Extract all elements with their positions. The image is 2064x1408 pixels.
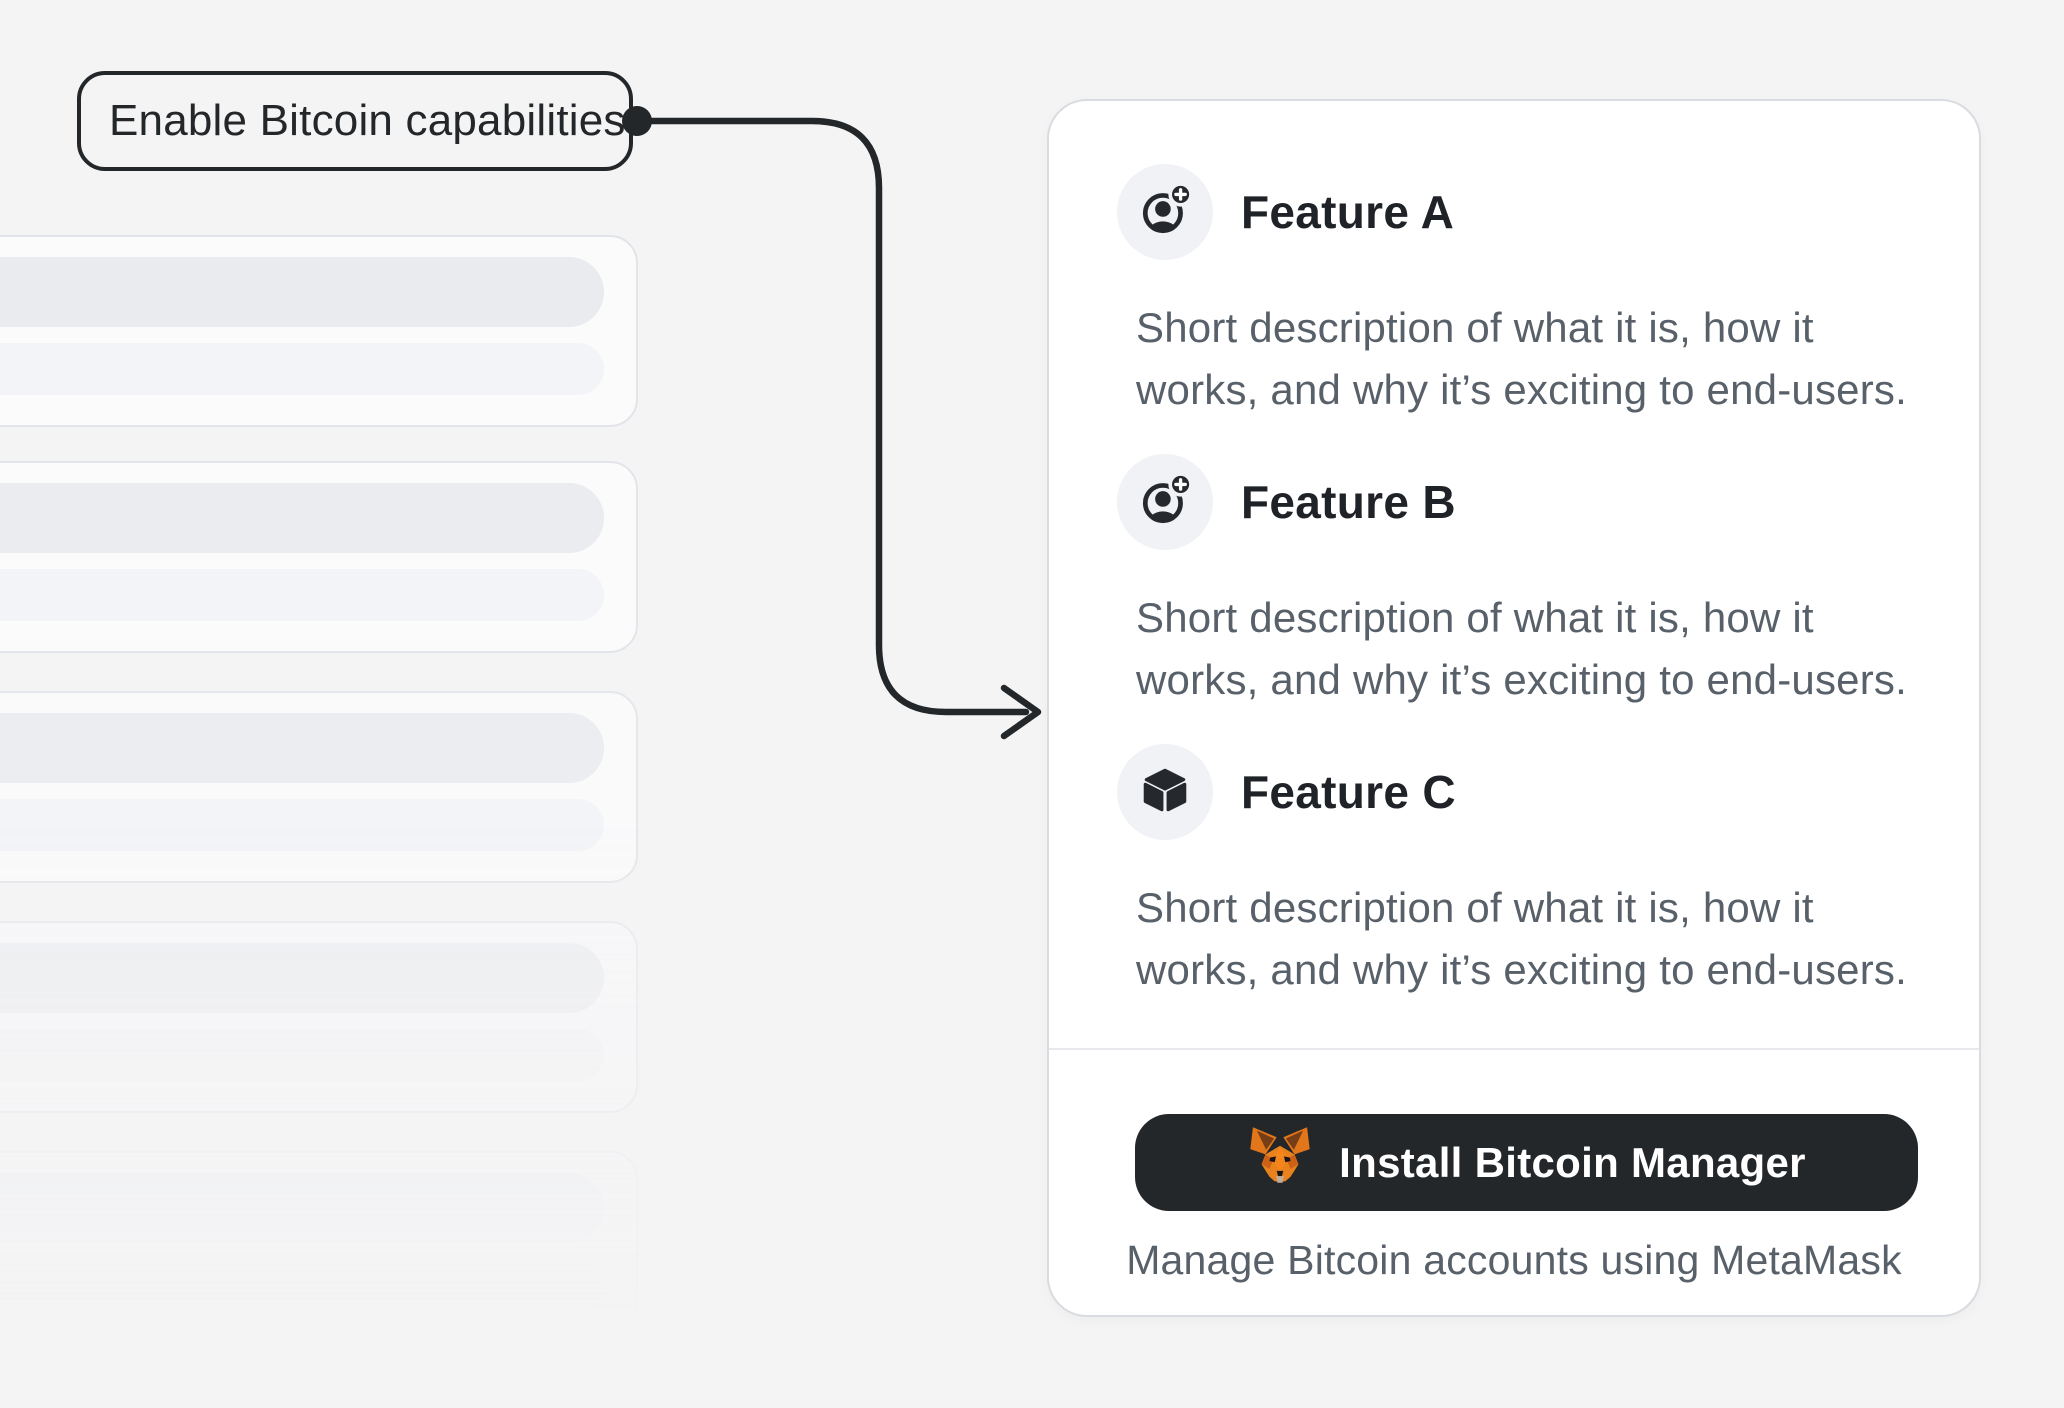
annotation-label: Enable Bitcoin capabilities xyxy=(77,71,633,171)
user-add-icon xyxy=(1138,181,1193,242)
metamask-fox-icon xyxy=(1247,1126,1313,1199)
connector-arrowhead-icon xyxy=(1000,684,1042,740)
cta-caption: Manage Bitcoin accounts using MetaMask xyxy=(1126,1237,1902,1283)
skeleton-bar xyxy=(0,483,604,553)
feature-b-title: Feature B xyxy=(1241,476,1456,528)
skeleton-card xyxy=(0,1151,638,1343)
skeleton-bar xyxy=(0,1029,604,1081)
user-add-icon xyxy=(1138,471,1193,532)
skeleton-bar xyxy=(0,1259,604,1311)
feature-c-icon-circle xyxy=(1117,744,1213,840)
skeleton-card xyxy=(0,461,638,653)
feature-a-icon-circle xyxy=(1117,164,1213,260)
skeleton-card xyxy=(0,691,638,883)
skeleton-card xyxy=(0,921,638,1113)
skeleton-bar xyxy=(0,1173,604,1243)
install-button-label: Install Bitcoin Manager xyxy=(1339,1138,1806,1186)
cube-icon xyxy=(1138,763,1192,822)
skeleton-bar xyxy=(0,257,604,327)
skeleton-card xyxy=(0,235,638,427)
feature-b-icon-circle xyxy=(1117,454,1213,550)
feature-c-title: Feature C xyxy=(1241,766,1456,818)
skeleton-bar xyxy=(0,569,604,621)
feature-c-description: Short description of what it is, how it … xyxy=(1136,884,1907,993)
card-divider xyxy=(1049,1048,1979,1050)
skeleton-bar xyxy=(0,799,604,851)
feature-b-description: Short description of what it is, how it … xyxy=(1136,594,1907,703)
skeleton-stack xyxy=(0,0,700,1408)
skeleton-bar xyxy=(0,943,604,1013)
annotation-label-text: Enable Bitcoin capabilities xyxy=(109,96,626,145)
feature-card: Feature A Short description of what it i… xyxy=(1047,99,1981,1317)
skeleton-bar xyxy=(0,343,604,395)
install-bitcoin-manager-button[interactable]: Install Bitcoin Manager xyxy=(1135,1114,1918,1211)
skeleton-bar xyxy=(0,713,604,783)
feature-a-title: Feature A xyxy=(1241,186,1455,238)
feature-a-description: Short description of what it is, how it … xyxy=(1136,304,1907,413)
